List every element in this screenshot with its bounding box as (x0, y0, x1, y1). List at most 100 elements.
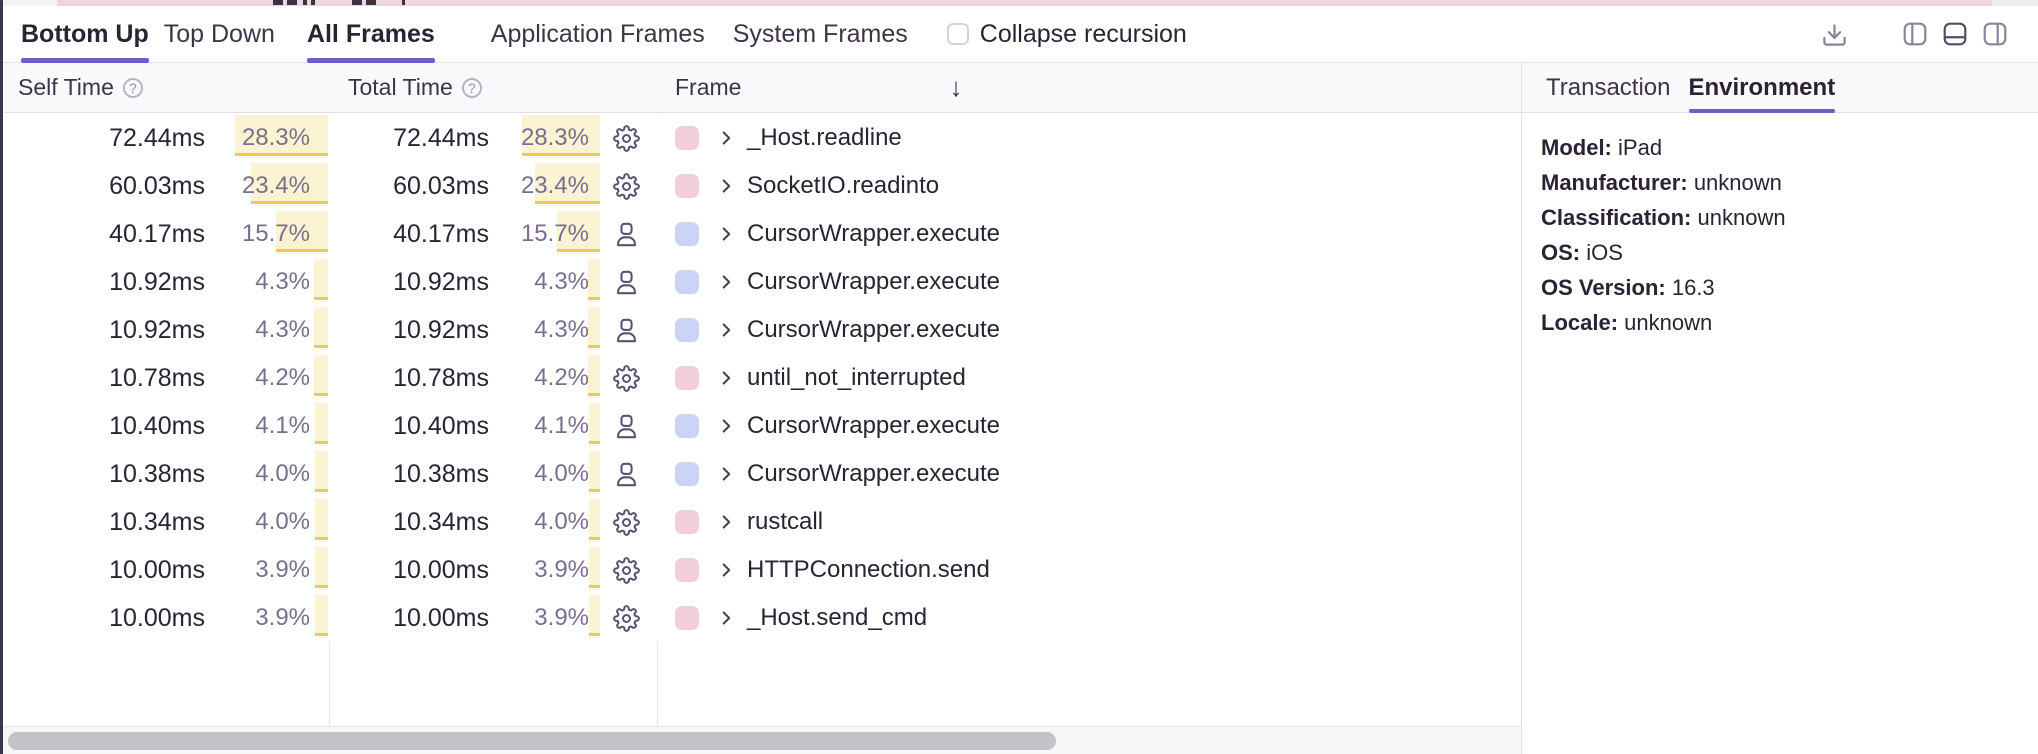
chevron-right-icon[interactable] (715, 367, 737, 389)
total-time-value: 10.92ms (393, 267, 489, 296)
frame-cell: HTTPConnection.send (657, 546, 1521, 594)
chevron-right-icon[interactable] (715, 271, 737, 293)
chevron-right-icon[interactable] (715, 511, 737, 533)
percent-bar (588, 403, 600, 444)
tab-transaction[interactable]: Transaction (1546, 73, 1671, 101)
total-time-value: 60.03ms (393, 171, 489, 200)
total-time-cell: 40.17ms 15.7% (329, 210, 657, 258)
table-row[interactable]: 72.44ms 28.3% 72.44ms 28.3% (3, 114, 1521, 162)
chevron-right-icon[interactable] (715, 319, 737, 341)
frame-type-icon-button[interactable] (612, 124, 640, 152)
frame-cell: CursorWrapper.execute (657, 210, 1521, 258)
frame-type-icon-button[interactable] (612, 556, 640, 584)
gear-icon (612, 364, 640, 392)
frame-color-swatch (675, 126, 699, 150)
percent-bar (314, 451, 328, 492)
total-time-percent: 4.3% (534, 268, 589, 295)
frame-name: _Host.send_cmd (747, 604, 928, 631)
dock-right-icon[interactable] (1982, 21, 2008, 47)
help-icon[interactable]: ? (122, 77, 143, 98)
self-time-percent: 4.0% (255, 460, 310, 487)
chevron-right-icon[interactable] (715, 463, 737, 485)
table-row[interactable]: 60.03ms 23.4% 60.03ms 23.4% (3, 162, 1521, 210)
frame-name: CursorWrapper.execute (747, 412, 1001, 439)
frame-type-icon-button[interactable] (612, 172, 640, 200)
env-os: OS: iOS (1541, 240, 1623, 265)
frame-cell: until_not_interrupted (657, 354, 1521, 402)
horizontal-scrollbar[interactable] (3, 726, 1521, 754)
table-row[interactable]: 40.17ms 15.7% 40.17ms 15.7% (3, 210, 1521, 258)
percent-bar (315, 595, 328, 636)
table-row[interactable]: 10.38ms 4.0% 10.38ms 4.0% (3, 450, 1521, 498)
total-time-cell: 10.92ms 4.3% (329, 258, 657, 306)
chevron-right-icon[interactable] (715, 607, 737, 629)
frame-name: HTTPConnection.send (747, 556, 990, 583)
frame-type-icon-button[interactable] (612, 412, 640, 440)
table-row[interactable]: 10.92ms 4.3% 10.92ms 4.3% (3, 258, 1521, 306)
sort-descending-icon[interactable]: ↓ (949, 72, 963, 102)
dock-bottom-icon[interactable] (1942, 21, 1968, 47)
gear-icon (612, 508, 640, 536)
self-time-percent: 4.2% (255, 364, 310, 391)
table-header: Self Time ? Total Time ? ↓ Frame (3, 63, 1521, 113)
total-time-value: 10.38ms (393, 459, 489, 488)
frame-type-icon-button[interactable] (612, 316, 640, 344)
help-icon[interactable]: ? (461, 77, 482, 98)
total-time-percent: 3.9% (534, 556, 589, 583)
download-icon[interactable] (1821, 21, 1848, 48)
percent-bar (521, 115, 600, 156)
table-row[interactable]: 10.00ms 3.9% 10.00ms 3.9% (3, 546, 1521, 594)
frame-type-icon-button[interactable] (612, 604, 640, 632)
chevron-right-icon[interactable] (715, 127, 737, 149)
tab-environment[interactable]: Environment (1688, 63, 1835, 113)
table-row[interactable]: 10.00ms 3.9% 10.00ms 3.9% (3, 594, 1521, 642)
total-time-percent: 23.4% (520, 172, 589, 199)
env-os-version: OS Version: 16.3 (1541, 275, 1715, 300)
person-icon (616, 270, 636, 294)
scrollbar-thumb[interactable] (8, 732, 1056, 750)
chevron-right-icon[interactable] (715, 559, 737, 581)
self-time-percent: 23.4% (241, 172, 310, 199)
self-time-percent: 15.7% (241, 220, 310, 247)
total-time-percent: 4.0% (534, 460, 589, 487)
total-time-percent: 4.1% (534, 412, 589, 439)
self-time-value: 10.00ms (109, 555, 205, 584)
tab-system-frames[interactable]: System Frames (732, 19, 908, 48)
frame-cell: CursorWrapper.execute (657, 258, 1521, 306)
gear-icon (612, 172, 640, 200)
percent-bar (313, 307, 328, 348)
chevron-right-icon[interactable] (715, 175, 737, 197)
tab-bottom-up[interactable]: Bottom Up (21, 6, 149, 63)
details-panel: Transaction Environment Model: iPad Manu… (1521, 63, 2038, 754)
details-panel-tabs: Transaction Environment (1522, 63, 2038, 113)
total-time-value: 10.34ms (393, 507, 489, 536)
frame-type-icon-button[interactable] (612, 508, 640, 536)
frame-type-icon-button[interactable] (612, 460, 640, 488)
frame-type-icon-button[interactable] (612, 364, 640, 392)
chevron-right-icon[interactable] (715, 415, 737, 437)
tab-application-frames[interactable]: Application Frames (490, 19, 705, 48)
collapse-recursion-label: Collapse recursion (979, 19, 1187, 48)
table-row[interactable]: 10.92ms 4.3% 10.92ms 4.3% (3, 306, 1521, 354)
total-time-cell: 10.40ms 4.1% (329, 402, 657, 450)
tab-top-down[interactable]: Top Down (163, 19, 275, 48)
chevron-right-icon[interactable] (715, 223, 737, 245)
frame-color-swatch (675, 510, 699, 534)
self-time-percent: 3.9% (255, 604, 310, 631)
frame-type-icon-button[interactable] (612, 268, 640, 296)
frame-name: until_not_interrupted (747, 364, 966, 391)
frame-type-icon-button[interactable] (612, 220, 640, 248)
column-header-total-time[interactable]: Total Time ? ↓ (329, 63, 963, 112)
self-time-value: 10.38ms (109, 459, 205, 488)
person-icon (616, 318, 636, 342)
column-header-frame[interactable]: Frame (675, 74, 742, 100)
collapse-recursion-checkbox[interactable] (946, 23, 969, 45)
dock-left-icon[interactable] (1902, 21, 1928, 47)
tab-all-frames[interactable]: All Frames (306, 6, 435, 63)
table-row[interactable]: 10.78ms 4.2% 10.78ms 4.2% (3, 354, 1521, 402)
column-header-self-time[interactable]: Self Time ? (3, 63, 329, 112)
self-time-cell: 60.03ms 23.4% (3, 162, 329, 210)
table-row[interactable]: 10.34ms 4.0% 10.34ms 4.0% (3, 498, 1521, 546)
self-time-value: 10.92ms (109, 315, 205, 344)
table-row[interactable]: 10.40ms 4.1% 10.40ms 4.1% (3, 402, 1521, 450)
